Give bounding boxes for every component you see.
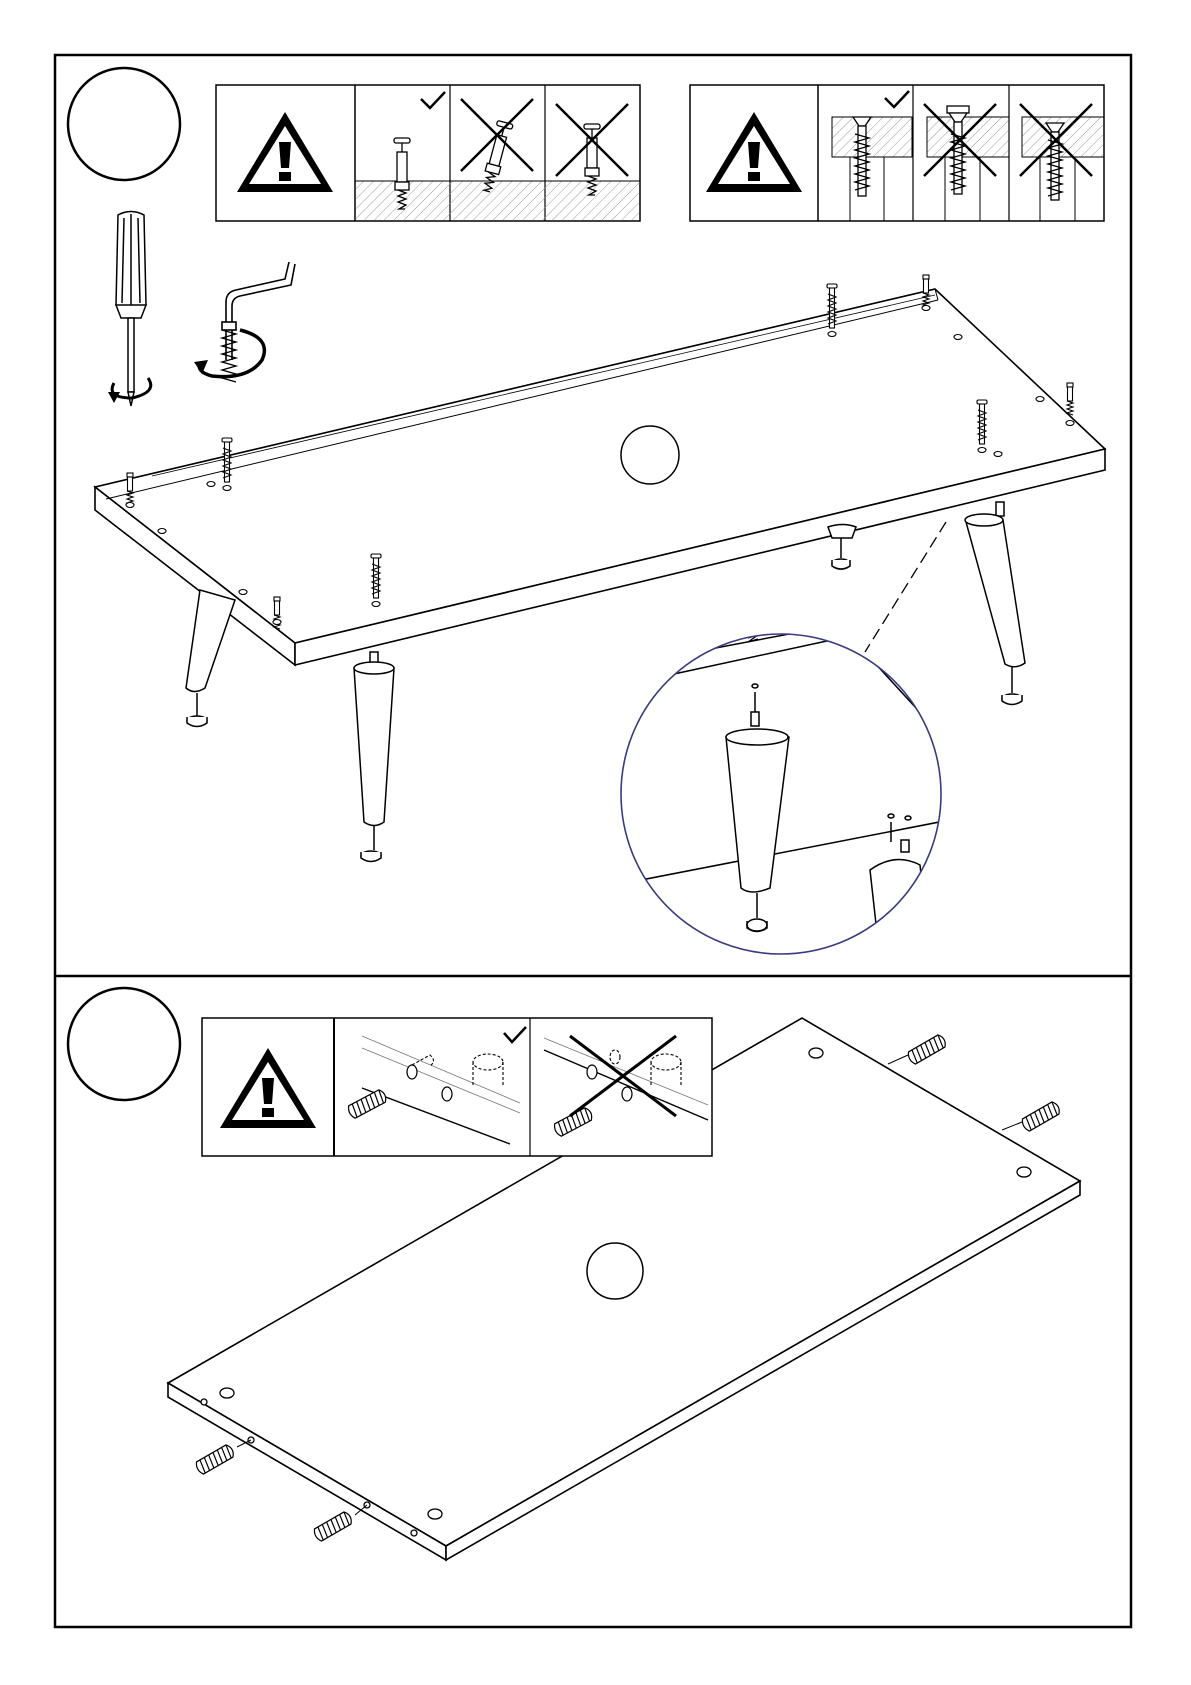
step-2 [68, 988, 1080, 1560]
step-number-badge [68, 988, 180, 1100]
wooden-dowel [194, 1443, 235, 1475]
warning-panel-cam-bolts [216, 85, 640, 221]
wooden-dowel [1020, 1100, 1061, 1132]
table-leg [965, 502, 1025, 705]
table-top-panel [95, 289, 1105, 665]
detail-leader-line [865, 522, 946, 652]
warning-panel-dowels [202, 1018, 712, 1156]
wooden-dowel [906, 1033, 947, 1065]
wooden-dowel [312, 1510, 353, 1542]
step-1 [68, 68, 1105, 960]
part-label-circle [621, 426, 679, 484]
table-leg [354, 652, 394, 862]
warning-panel-screws [690, 85, 1104, 221]
hand-crank-icon [194, 262, 295, 382]
table-leg [186, 590, 235, 727]
screwdriver-icon [108, 212, 151, 407]
table-leg [828, 525, 856, 570]
magnified-leg-mount [600, 622, 960, 960]
step-number-badge [68, 68, 180, 180]
cam-bolt [1067, 383, 1073, 415]
part-label-circle [587, 1243, 643, 1299]
